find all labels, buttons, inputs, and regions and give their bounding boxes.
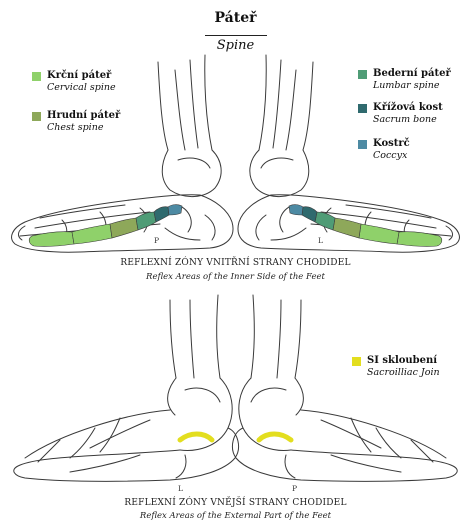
legend-cervical-cz: Krční páteř [47,70,116,82]
legend-swatch-si [352,357,361,366]
inner-caption-cz: REFLEXNÍ ZÓNY VNITŘNÍ STRANY CHODIDEL [0,258,471,268]
legend-sacrum-cz: Křížová kost [373,102,443,114]
zone-chest-left [110,218,138,238]
legend-sacrum-en: Sacrum bone [373,114,443,126]
legend-lumbar-cz: Bederní páteř [373,68,451,80]
zone-cervical-right-2 [359,224,399,244]
zone-cervical-left-2 [72,224,112,244]
legend-swatch-chest [32,112,41,121]
legend-swatch-lumbar [358,70,367,79]
zone-si-left [180,434,212,440]
legend-lumbar-en: Lumbar spine [373,80,451,92]
top-left-side-label: P [154,236,159,245]
bottom-left-foot [14,295,239,481]
zone-lumbar-right [315,212,335,230]
legend-swatch-coccyx [358,140,367,149]
top-right-side-label: L [318,236,323,245]
zone-chest-right [333,218,361,238]
legend-coccyx-en: Coccyx [373,150,410,162]
zone-coccyx-left [168,205,182,215]
bottom-right-side-label: P [292,484,297,493]
legend-coccyx-cz: Kostrč [373,138,410,150]
legend-swatch-sacrum [358,104,367,113]
zone-cervical-left [29,232,74,247]
outer-caption-cz: REFLEXNÍ ZÓNY VNĚJŠÍ STRANY CHODIDEL [0,498,471,508]
legend-cervical-en: Cervical spine [47,82,116,94]
inner-caption-en: Reflex Areas of the Inner Side of the Fe… [0,272,471,282]
zone-lumbar-left [136,212,156,230]
zone-sacrum-right [302,207,317,222]
bottom-right-foot [232,295,457,481]
legend-chest-en: Chest spine [47,122,120,134]
bottom-left-side-label: L [178,484,183,493]
zone-coccyx-right [289,205,303,215]
outer-caption-en: Reflex Areas of the External Part of the… [0,511,471,521]
legend-chest-cz: Hrudní páteř [47,110,120,122]
legend-swatch-cervical [32,72,41,81]
zone-cervical-right [397,232,442,247]
legend-si-cz: SI skloubení [367,355,440,367]
legend-si-en: Sacroilliac Join [367,367,440,379]
zone-sacrum-left [154,207,169,222]
zone-si-right [259,434,291,440]
